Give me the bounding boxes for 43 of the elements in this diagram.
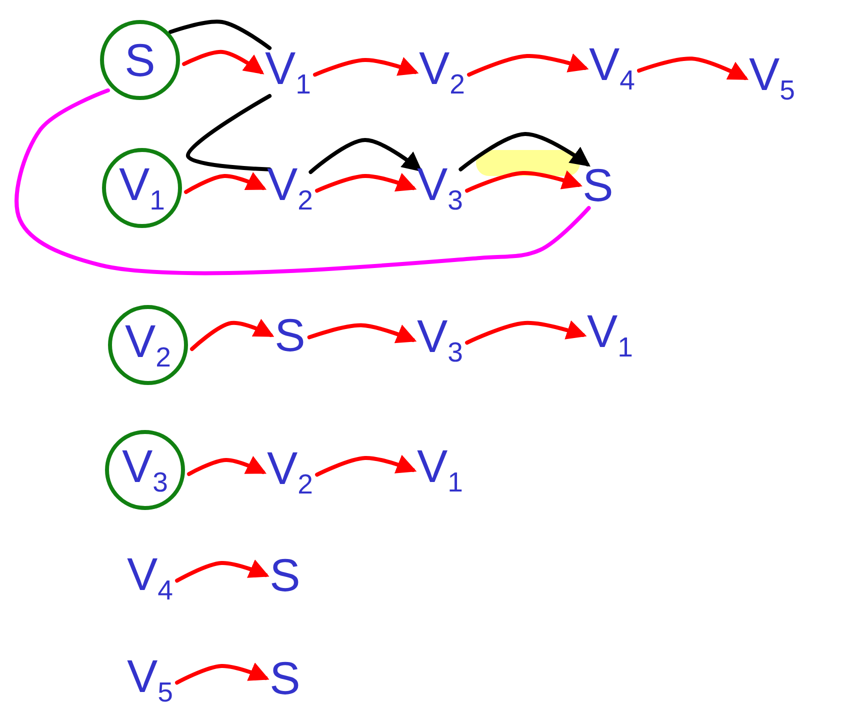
arrow [637,56,749,80]
vertex-circle [105,430,185,510]
vertex-label: V$_{5}$ [748,51,796,105]
arrow [175,560,270,583]
connector-line [14,88,591,276]
connector-line [186,94,272,172]
vertex-label: V$_{1}$ [416,443,464,497]
arrow [315,454,417,477]
vertex-circle [102,148,182,228]
vertex-label: S [270,655,300,701]
arrow [308,138,422,174]
vertex-label: V$_{4}$ [588,41,636,95]
arrow [182,50,264,74]
vertex-label: V$_{1}$ [118,161,166,215]
arrow [465,170,582,193]
vertex-label: V$_{2}$ [266,161,314,215]
arrow [190,318,274,351]
arrow [458,132,590,172]
arrow [315,172,417,193]
vertex-label: S [582,162,614,208]
vertex-label: V$_{5}$ [126,653,174,707]
vertex-label: V$_{2}$ [418,45,466,99]
arrow [187,456,267,476]
arrow [313,57,419,77]
vertex-label: S [124,37,156,83]
vertex-label: V$_{3}$ [122,443,168,497]
vertex-circle [100,20,180,100]
arrow [465,320,587,345]
vertex-label: V$_{3}$ [416,161,464,215]
vertex-circle [108,305,188,385]
vertex-label: S [270,552,300,598]
vertex-label: S [274,312,306,358]
connector-line [168,20,272,50]
vertex-label: V$_{1}$ [264,45,312,99]
arrow [307,323,417,344]
vertex-label: V$_{2}$ [266,445,314,499]
arrow [184,172,267,194]
arrow [175,662,270,685]
vertex-label: V$_{4}$ [126,551,174,605]
arrow [467,53,589,77]
vertex-label: V$_{2}$ [124,318,172,372]
vertex-label: V$_{1}$ [586,308,634,362]
vertex-label: V$_{3}$ [416,313,464,367]
